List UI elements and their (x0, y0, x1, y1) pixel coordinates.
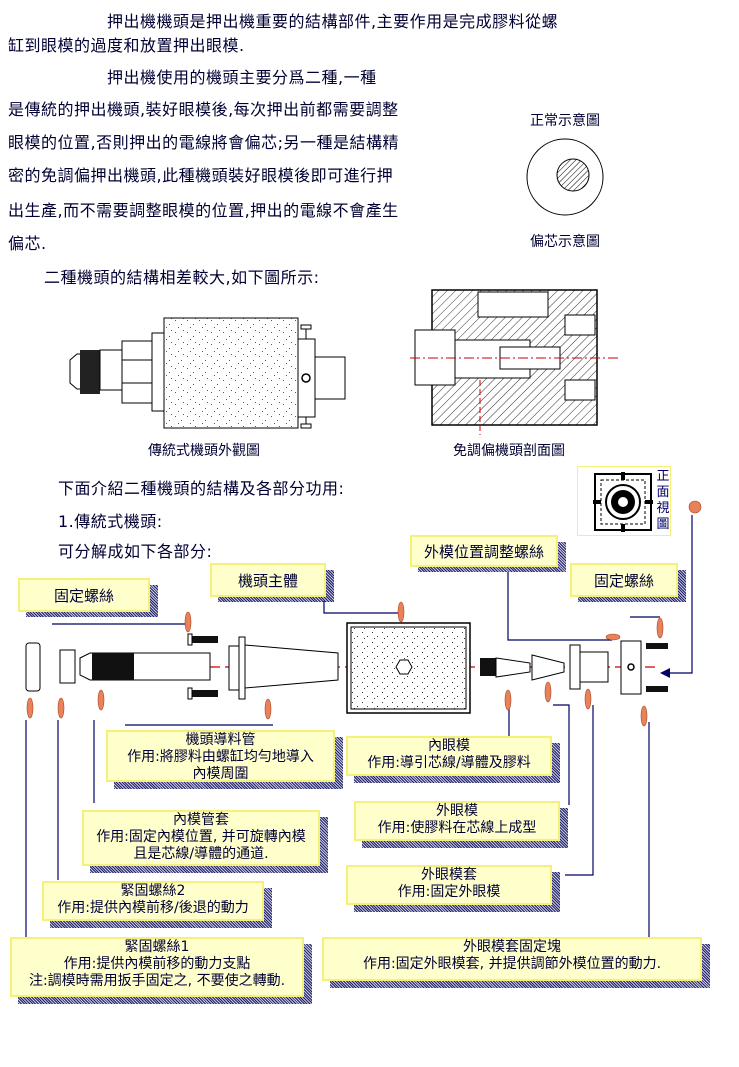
front-view-label-char: 視 (656, 501, 670, 516)
front-view-icon (593, 472, 653, 532)
section-heading: 1.傳統式機頭: (58, 512, 163, 531)
callout-title: 內模管套 (173, 812, 229, 828)
callout-title: 機頭導料管 (185, 732, 256, 748)
section-sub: 可分解成如下各部分: (58, 542, 213, 561)
callout-inner-die-sleeve: 內模管套 作用:固定內模位置, 并可旋轉內模 且是芯線/導體的通道. (82, 810, 320, 866)
callout-title: 外眼模 (436, 803, 478, 819)
callout-line: 作用:提供內模前移/後退的動力 (57, 900, 249, 916)
callout-inner-die: 內眼模 作用:導引芯線/導體及膠料 (346, 736, 552, 776)
callout-fastening-screw-2: 緊固螺絲2 作用:提供內模前移/後退的動力 (42, 881, 264, 921)
front-view-label-char: 正 (656, 469, 670, 484)
intro-line-8: 偏芯. (8, 234, 47, 253)
section-intro: 下面介紹二種機頭的結構及各部分功用: (58, 479, 345, 498)
front-view-label-char: 面 (656, 485, 670, 500)
callout-title: 緊固螺絲2 (120, 883, 186, 899)
callout-line: 內模周圍 (192, 766, 249, 782)
callout-guide-tube: 機頭導料管 作用:將膠料由螺缸均勻地導入 內模周圍 (106, 730, 335, 782)
callout-line: 注:調模時需用扳手固定之, 不要使之轉動. (28, 973, 286, 989)
callout-title: 外眼模套固定塊 (463, 939, 561, 955)
callout-line: 作用:固定外眼模套, 并提供調節外模位置的動力. (362, 956, 662, 972)
callout-outer-die-sleeve: 外眼模套 作用:固定外眼模 (346, 865, 552, 905)
eccentric-diagram (526, 138, 604, 216)
traditional-head-drawing (69, 317, 346, 429)
conductor-core (556, 158, 590, 192)
normal-diagram-label: 正常示意圖 (530, 113, 600, 129)
callout-line: 作用:固定內模位置, 并可旋轉內模 (96, 829, 306, 845)
intro-line-4: 是傳統的押出機頭,裝好眼模後,每次押出前都需要調整 (8, 100, 399, 119)
intro-line-6: 密的免調偏押出機頭,此種機頭裝好眼模後即可進行押 (8, 166, 394, 185)
intro-line-7: 出生產,而不需要調整眼模的位置,押出的電線不會產生 (8, 201, 399, 220)
callout-line: 作用:將膠料由螺缸均勻地導入 (127, 749, 314, 765)
label-outer-die-adjust-screw: 外模位置調整螺絲 (410, 535, 558, 567)
callout-line: 作用:固定外眼模 (397, 884, 501, 900)
callout-title: 緊固螺絲1 (124, 939, 190, 955)
intro-line-3: 押出機使用的機頭主要分爲二種,一種 (107, 68, 377, 87)
intro-line-2: 缸到眼模的過度和放置押出眼模. (8, 36, 245, 55)
callout-outer-die-sleeve-block: 外眼模套固定塊 作用:固定外眼模套, 并提供調節外模位置的動力. (322, 937, 702, 981)
intro-line-5: 眼模的位置,否則押出的電線將會偏芯;另一種是結構精 (8, 133, 399, 152)
label-head-body: 機頭主體 (210, 563, 326, 597)
callout-title: 外眼模套 (421, 867, 477, 883)
intro-line-9: 二種機頭的結構相差較大,如下圖所示: (44, 268, 320, 287)
callout-line: 且是芯線/導體的通道. (133, 846, 269, 862)
front-view-label-char: 圖 (656, 517, 670, 532)
callout-line: 作用:導引芯線/導體及膠料 (367, 755, 531, 771)
label-fixing-screw-left: 固定螺絲 (18, 578, 150, 612)
callout-outer-die: 外眼模 作用:使膠料在芯線上成型 (354, 801, 560, 841)
outer-insulation-circle (526, 138, 604, 216)
traditional-head-caption: 傳統式機頭外觀圖 (148, 443, 260, 459)
callout-fastening-screw-1: 緊固螺絲1 作用:提供內模前移的動力支點 注:調模時需用扳手固定之, 不要使之轉… (10, 937, 304, 997)
label-fixing-screw-right: 固定螺絲 (570, 563, 678, 597)
callout-title: 內眼模 (428, 738, 470, 754)
front-view-panel: 正 面 視 圖 (577, 466, 671, 536)
section-view-caption: 免調偏機頭剖面圖 (453, 443, 565, 459)
callout-line: 作用:使膠料在芯線上成型 (377, 820, 537, 836)
intro-line-1: 押出機機頭是押出機重要的結構部件,主要作用是完成膠料從螺 (107, 12, 559, 31)
exploded-assembly-diagram (25, 500, 702, 940)
self-centering-head-section-drawing (410, 289, 620, 435)
eccentric-diagram-label: 偏芯示意圖 (530, 234, 600, 250)
callout-line: 作用:提供內模前移的動力支點 (63, 956, 251, 972)
